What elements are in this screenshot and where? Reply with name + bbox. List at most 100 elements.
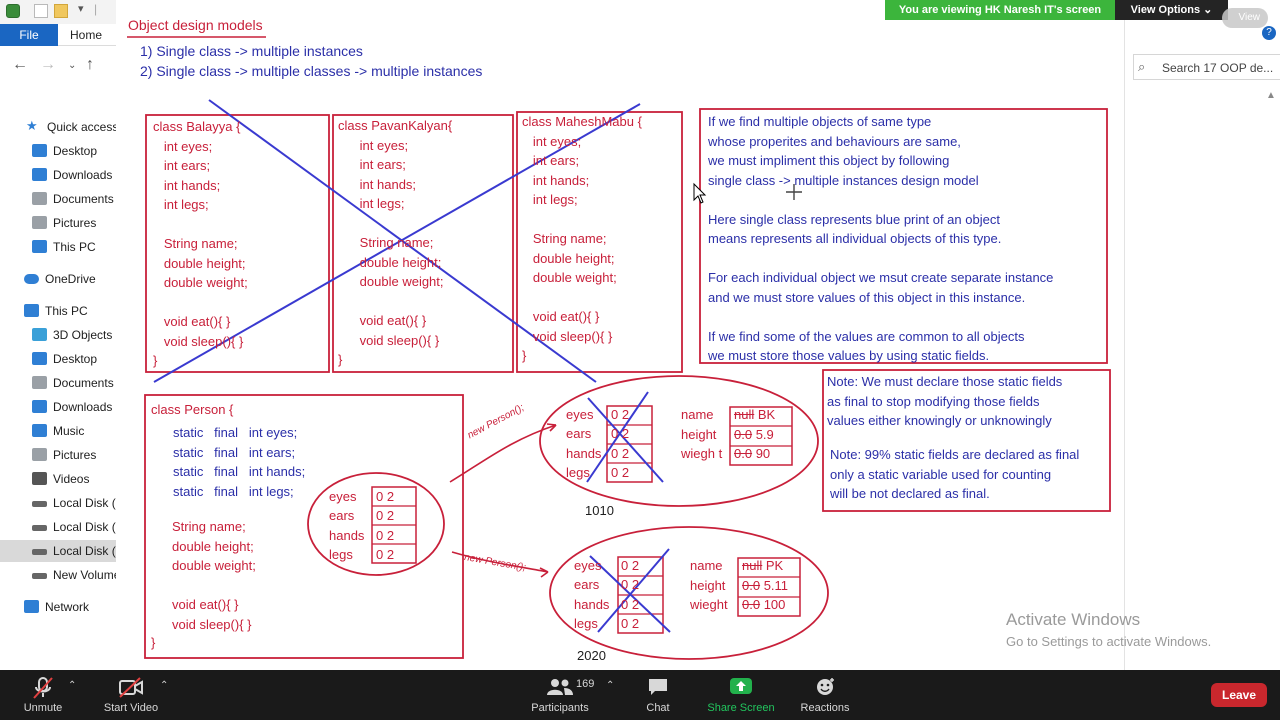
tree-item-this-pc[interactable]: This PC (0, 300, 116, 322)
tree-item-pictures[interactable]: Pictures (0, 212, 116, 234)
object-1010-ellipse (539, 375, 819, 507)
tree-item-label: Downloads (53, 168, 113, 182)
mahesh-class-code: class MaheshMabu { int eyes; int ears; i… (522, 114, 642, 363)
person-box (144, 394, 464, 659)
object-field-value: null BK (734, 405, 775, 425)
instance-field-value: 0 2 (621, 596, 640, 612)
object-1010-cross-1 (587, 397, 664, 483)
tree-item-desktop[interactable]: Desktop (0, 348, 116, 370)
properties-icon[interactable] (34, 4, 48, 18)
struck-default-value: 0.0 (734, 426, 753, 442)
mahesh-box (516, 111, 683, 373)
struck-default-value: 0.0 (742, 577, 761, 593)
tree-item-desktop[interactable]: Desktop (0, 140, 116, 162)
object-2020-values-box (737, 557, 801, 617)
search-box[interactable]: ⌕ Search 17 OOP de... (1133, 54, 1280, 80)
tree-item-label: This PC (45, 304, 88, 318)
struck-default-value: 0.0 (734, 446, 753, 461)
object-field-value: 0.0 90 (734, 444, 770, 464)
desktop-icon (32, 352, 47, 365)
document-icon (32, 192, 47, 205)
participants-button[interactable]: 169 Participants (526, 670, 594, 720)
struck-default-value: 0.0 (742, 597, 761, 612)
tab-home[interactable]: Home (70, 28, 103, 42)
tree-item-new-volume[interactable]: New Volume (0, 564, 116, 586)
forward-arrow-icon[interactable]: → (40, 56, 56, 73)
page-title: Object design models (128, 17, 263, 33)
disk-icon (32, 501, 47, 507)
unmute-label: Unmute (23, 702, 63, 714)
qat-dropdown-icon[interactable]: ▾ (78, 3, 84, 15)
search-input[interactable]: Search 17 OOP de... (1162, 61, 1274, 75)
view-button[interactable]: View (1222, 8, 1268, 28)
object-field-value: 0.0 5.9 (734, 425, 774, 445)
tree-item-label: Music (53, 424, 85, 438)
tree-item-this-pc[interactable]: This PC (0, 236, 116, 258)
view-options-button[interactable]: View Options ⌄ (1115, 0, 1228, 20)
object-1010-values-box (729, 406, 793, 466)
tree-item-label: OneDrive (45, 272, 96, 286)
tree-item-label: Pictures (53, 216, 97, 230)
tree-item-local-disk-e[interactable]: Local Disk (E (0, 540, 116, 562)
reactions-button[interactable]: Reactions (796, 670, 854, 720)
tree-item-videos[interactable]: Videos (0, 468, 116, 490)
assigned-value: 90 (752, 446, 771, 461)
object-field-name: wiegh t (681, 446, 723, 461)
person-class-header: class Person { (151, 402, 234, 417)
instance-field-value: 0 2 (621, 558, 640, 573)
tree-item-downloads[interactable]: Downloads (0, 396, 116, 418)
person-instance-members: String name; double height; double weigh… (172, 519, 256, 632)
tree-item-music[interactable]: Music (0, 420, 116, 442)
instance-field-value: 0 2 (611, 407, 630, 422)
instance-field-label: hands (566, 445, 602, 461)
participant-count: 169 (576, 678, 595, 690)
assigned-value: 5.9 (752, 426, 774, 442)
tree-item-quick-access[interactable]: ★Quick access (0, 116, 116, 138)
object-field-name: name (681, 407, 714, 422)
object-field-name: height (681, 426, 717, 442)
tree-item-label: Pictures (53, 448, 97, 462)
up-arrow-icon[interactable]: ↑ (86, 56, 94, 73)
file-explorer-right-pane: ⌕ Search 17 OOP de... ▲ (1124, 0, 1280, 670)
chat-button[interactable]: Chat (634, 670, 682, 720)
unmute-button[interactable]: Unmute (14, 670, 72, 720)
tree-item-label: This PC (53, 240, 96, 254)
start-video-label: Start Video (103, 702, 159, 714)
tree-item-downloads[interactable]: Downloads (0, 164, 116, 186)
video-options-caret-icon[interactable]: ⌃ (160, 680, 169, 691)
tab-file[interactable]: File (0, 24, 58, 46)
tree-item-onedrive[interactable]: OneDrive (0, 268, 116, 290)
note-counting: Note: 99% static fields are declared as … (830, 447, 1080, 501)
picture-icon (32, 448, 47, 461)
instance-field-value: 0 2 (611, 445, 630, 461)
computer-icon (32, 240, 47, 253)
balayya-class-code: class Balayya { int eyes; int ears; int … (153, 119, 248, 368)
object-1010-address: 1010 (585, 503, 614, 518)
back-arrow-icon[interactable]: ← (12, 56, 28, 73)
instance-field-label: ears (566, 426, 592, 442)
help-icon[interactable]: ? (1262, 26, 1276, 40)
tree-item-local-disk-d[interactable]: Local Disk (D (0, 516, 116, 538)
tree-item-documents[interactable]: Documents (0, 188, 116, 210)
cross-out-line-2 (153, 103, 641, 383)
struck-default-value: null (734, 407, 755, 422)
recent-dropdown-icon[interactable]: ⌄ (68, 60, 77, 71)
share-screen-button[interactable]: Share Screen (704, 670, 778, 720)
tree-item-documents[interactable]: Documents (0, 372, 116, 394)
scroll-up-icon[interactable]: ▲ (1266, 90, 1276, 101)
new-folder-icon[interactable] (54, 4, 68, 18)
tree-item-network[interactable]: Network (0, 596, 116, 618)
tree-item-pictures[interactable]: Pictures (0, 444, 116, 466)
new-person-arrow-1 (449, 424, 557, 483)
start-video-button[interactable]: Start Video (98, 670, 164, 720)
model-1-text: 1) Single class -> multiple instances (140, 43, 363, 59)
leave-button[interactable]: Leave (1211, 683, 1267, 707)
participants-caret-icon[interactable]: ⌃ (606, 680, 615, 691)
tree-item-label: Documents (53, 376, 114, 390)
shield-icon[interactable] (6, 4, 20, 18)
pavan-box (332, 114, 514, 373)
audio-options-caret-icon[interactable]: ⌃ (68, 680, 77, 691)
tree-item-3d-objects[interactable]: 3D Objects (0, 324, 116, 346)
tree-item-local-disk-c[interactable]: Local Disk (C (0, 492, 116, 514)
zoom-toolbar: Unmute ⌃ Start Video ⌃ 169 Participants … (0, 670, 1280, 720)
